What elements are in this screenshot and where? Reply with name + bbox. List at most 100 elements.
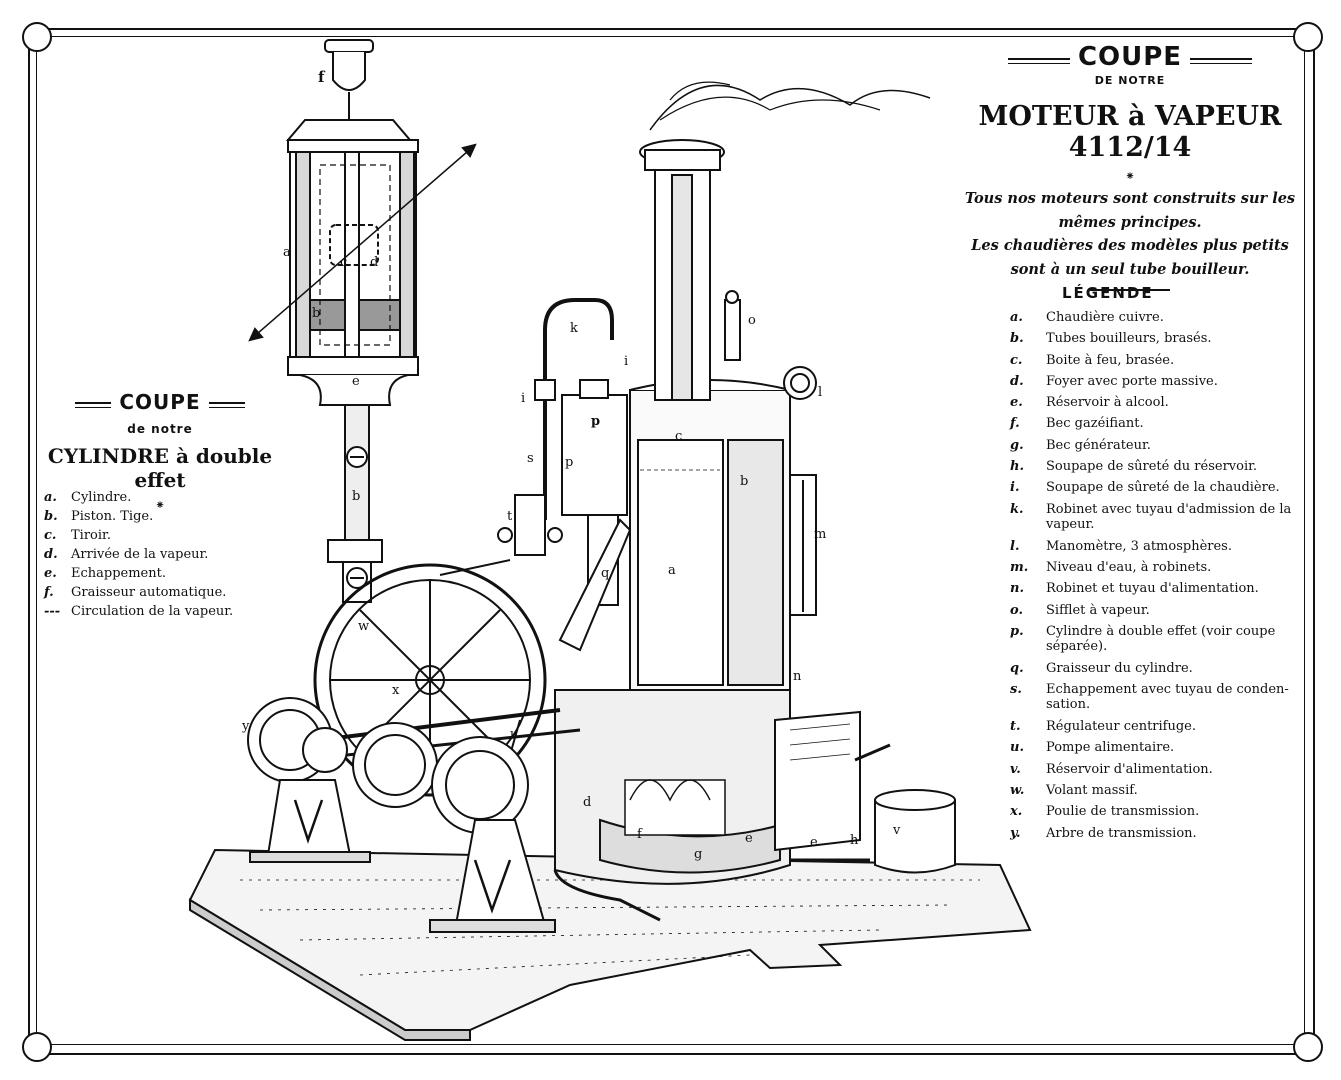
legend-text: Régulateur centrifuge. xyxy=(1046,719,1196,735)
legend-text: Réservoir à alcool. xyxy=(1046,395,1169,411)
engine-label-a: a xyxy=(668,563,676,578)
legend-text: Bec gazéifiant. xyxy=(1046,416,1144,432)
legend-item: l.Manomètre, 3 atmosphères. xyxy=(1010,539,1302,560)
legend-text: Niveau d'eau, à robinets. xyxy=(1046,559,1212,575)
legend-item: q.Graisseur du cylindre. xyxy=(1010,661,1302,682)
engine-label-g: g xyxy=(694,847,702,862)
cylinder-legend-text: Piston. Tige. xyxy=(71,509,154,524)
intro-line: Tous nos moteurs sont construits sur les xyxy=(964,190,1296,207)
engine-label-d: d xyxy=(583,795,591,810)
engine-label-q: q xyxy=(601,566,609,581)
title-rule-right xyxy=(1190,57,1253,64)
cylinder-legend-text: Circulation de la vapeur. xyxy=(71,604,234,619)
legend-text: Robinet et tuyau d'alimentation. xyxy=(1046,581,1259,597)
engine-title-block: COUPE DE NOTRE MOTEUR à VAPEUR 4112/14 ⁕… xyxy=(940,42,1320,291)
cyl-label-a: a xyxy=(283,245,291,260)
cylinder-legend-text: Cylindre. xyxy=(71,490,132,505)
engine-label-x: x xyxy=(392,683,400,698)
legend-key: i. xyxy=(1010,480,1020,496)
legend-title: LÉGENDE xyxy=(1062,284,1154,302)
inner-frame xyxy=(36,36,1305,1045)
engine-label-i-left: i xyxy=(521,391,525,406)
legend-item: v.Réservoir d'alimentation. xyxy=(1010,762,1302,783)
cylinder-title: CYLINDRE à double effet xyxy=(47,444,273,492)
legend-item: c. Boite à feu, brasée. xyxy=(1010,353,1302,374)
legend-item: o. Sifflet à vapeur. xyxy=(1010,603,1302,624)
engine-label-e2: e xyxy=(810,835,818,850)
engine-label-b: b xyxy=(740,474,748,489)
legend-text: Poulie de transmission. xyxy=(1046,804,1200,820)
corner-ornament-bottom-left xyxy=(22,1032,52,1062)
legend-item: i. Soupape de sûreté de la chaudière. xyxy=(1010,480,1302,501)
engine-label-u: u xyxy=(510,727,518,742)
legend-key: c. xyxy=(1010,352,1023,368)
legend-key: x. xyxy=(1010,804,1023,820)
engine-label-y: y xyxy=(241,719,250,734)
engine-label-c: c xyxy=(675,429,682,444)
legend-item: x. Poulie de transmission. xyxy=(1010,804,1302,825)
legend-text: Boite à feu, brasée. xyxy=(1046,352,1175,368)
intro-line: mêmes principes. xyxy=(1058,213,1202,231)
engine-label-e: e xyxy=(745,831,753,846)
legend-item: n. Robinet et tuyau d'alimentation. xyxy=(1010,581,1302,602)
cyl-label-e: e xyxy=(352,374,360,389)
legend-key: n. xyxy=(1010,581,1024,597)
engine-label-n: n xyxy=(793,669,802,684)
cylinder-legend-text: Tiroir. xyxy=(71,528,111,543)
legend-item: y.Arbre de transmission. xyxy=(1010,826,1302,847)
legend-key: k. xyxy=(1010,501,1024,517)
engine-legend: a.Chaudière cuivre. b.Tubes bouilleurs, … xyxy=(1010,310,1302,847)
legend-key: h. xyxy=(1010,459,1024,475)
legend-item: h.Soupape de sûreté du réservoir. xyxy=(1010,459,1302,480)
cylinder-legend-text: Arrivée de la vapeur. xyxy=(71,547,209,562)
legend-key: q. xyxy=(1010,660,1024,676)
cylinder-legend-key: e. xyxy=(44,566,57,581)
de-notre-subheading: DE NOTRE xyxy=(1094,74,1166,87)
cylinder-legend-key: c. xyxy=(44,528,57,543)
short-rule xyxy=(1090,289,1170,291)
figure-labels: f a b c d e b k o i i l p c s p b t m a … xyxy=(241,68,901,862)
page-title: MOTEUR à VAPEUR 4112/14 xyxy=(978,101,1282,163)
cyl-label-c: c xyxy=(340,255,347,270)
legend-text: Sifflet à vapeur. xyxy=(1046,602,1150,618)
engine-label-t: t xyxy=(507,509,513,524)
cylinder-legend-item: e. Echappement. xyxy=(44,566,254,585)
legend-text: Cylindre à double effet (voir coupe sépa… xyxy=(1046,623,1276,654)
engine-label-i: i xyxy=(624,354,628,369)
cylinder-legend-key: --- xyxy=(44,604,61,619)
legend-text: Réservoir d'alimentation. xyxy=(1046,761,1213,777)
cylinder-legend-item: d. Arrivée de la vapeur. xyxy=(44,547,254,566)
outer-frame xyxy=(28,28,1315,1055)
legend-text: Volant massif. xyxy=(1046,783,1138,799)
legend-key: a. xyxy=(1010,310,1023,325)
engine-label-m: m xyxy=(814,527,826,542)
cylinder-ornament: ⁕ xyxy=(154,498,166,512)
cylinder-legend-key: b. xyxy=(44,509,58,524)
legend-item: t. Régulateur centrifuge. xyxy=(1010,719,1302,740)
cylinder-section-drawing xyxy=(248,39,477,603)
engine-label-o: o xyxy=(748,313,756,328)
legend-key: b. xyxy=(1010,331,1024,347)
legend-key: y. xyxy=(1010,825,1021,841)
legend-key: e. xyxy=(1010,395,1023,411)
engine-label-h: h xyxy=(850,833,859,848)
legend-item: w.Volant massif. xyxy=(1010,783,1302,804)
cylinder-legend-item: --- Circulation de la vapeur. xyxy=(44,604,254,623)
cylinder-rule-left xyxy=(75,401,112,408)
cylinder-legend-key: d. xyxy=(44,547,58,562)
cylinder-legend-text: Echappement. xyxy=(71,566,166,581)
engine-label-p2: p xyxy=(565,455,573,470)
title-rule-left xyxy=(1007,57,1070,64)
legend-key: o. xyxy=(1010,602,1023,618)
legend-text: Bec générateur. xyxy=(1046,437,1151,453)
cylinder-legend-item: b. Piston. Tige. xyxy=(44,509,254,528)
legend-key: t. xyxy=(1010,719,1021,735)
engine-label-p: p xyxy=(591,414,600,429)
engine-label-w: w xyxy=(358,619,369,634)
cylinder-legend-key: f. xyxy=(44,585,54,600)
legend-text: Soupape de sûreté de la chaudière. xyxy=(1046,480,1280,496)
corner-ornament-bottom-right xyxy=(1293,1032,1323,1062)
legend-key: u. xyxy=(1010,740,1024,756)
cyl-label-d: d xyxy=(370,255,378,270)
